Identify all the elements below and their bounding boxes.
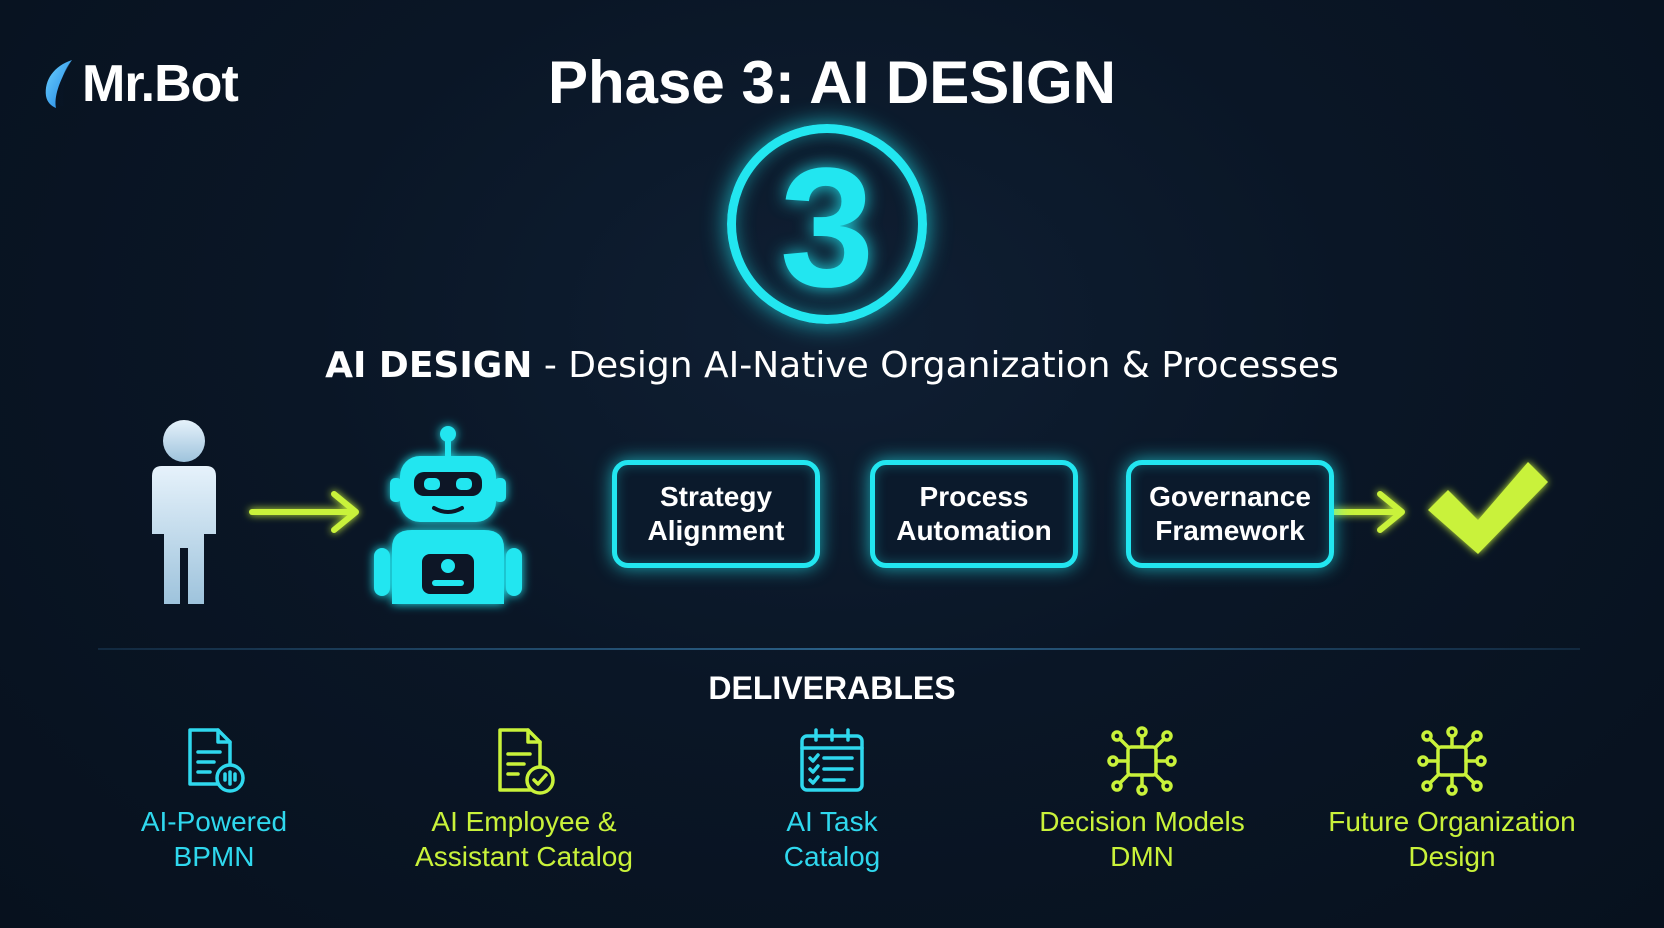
subtitle-rest: - Design AI-Native Organization & Proces… [532, 345, 1339, 386]
deliverable-ai-task-catalog: AI Task Catalog [682, 726, 982, 874]
page-title: Phase 3: AI DESIGN [548, 49, 1116, 116]
deliverable-label: AI-Powered BPMN [140, 806, 288, 872]
calendar-checklist-icon [800, 728, 864, 792]
brand-logo: Mr.Bot [42, 54, 239, 114]
process-flow [152, 420, 1548, 604]
checkmark-icon [1428, 462, 1548, 554]
step-governance-framework: Governance Framework [1126, 460, 1334, 568]
deliverable-decision-models-dmn: Decision Models DMN [992, 726, 1292, 874]
subtitle-bold: AI DESIGN [325, 345, 533, 386]
phase-number: 3 [779, 133, 875, 323]
step-process-automation: Process Automation [870, 460, 1078, 568]
arrow-person-to-robot [249, 491, 359, 533]
deliverable-label: AI Task Catalog [783, 806, 881, 872]
feather-icon [45, 60, 72, 108]
document-ai-icon [188, 728, 245, 793]
deliverable-label: Decision Models DMN [1039, 806, 1245, 872]
person-icon [152, 420, 216, 604]
step-strategy-alignment: Strategy Alignment [612, 460, 820, 568]
network-chip-icon [1107, 726, 1177, 796]
deliverables-heading: DELIVERABLES [708, 670, 956, 706]
network-chip-icon [1417, 726, 1487, 796]
brand-name: Mr.Bot [82, 55, 239, 113]
subtitle: AI DESIGN - Design AI-Native Organizatio… [0, 345, 1664, 386]
phase-badge: 3 [727, 124, 927, 324]
deliverable-ai-employee-catalog: AI Employee & Assistant Catalog [374, 726, 674, 874]
deliverable-label: Future Organization Design [1328, 806, 1576, 872]
robot-icon [374, 426, 522, 604]
deliverable-ai-powered-bpmn: AI-Powered BPMN [64, 726, 364, 874]
section-divider [98, 648, 1580, 650]
deliverable-future-organization-design: Future Organization Design [1302, 726, 1602, 874]
arrow-governance-to-check [1331, 491, 1405, 533]
deliverable-label: AI Employee & Assistant Catalog [415, 806, 633, 872]
document-check-icon [498, 728, 555, 795]
